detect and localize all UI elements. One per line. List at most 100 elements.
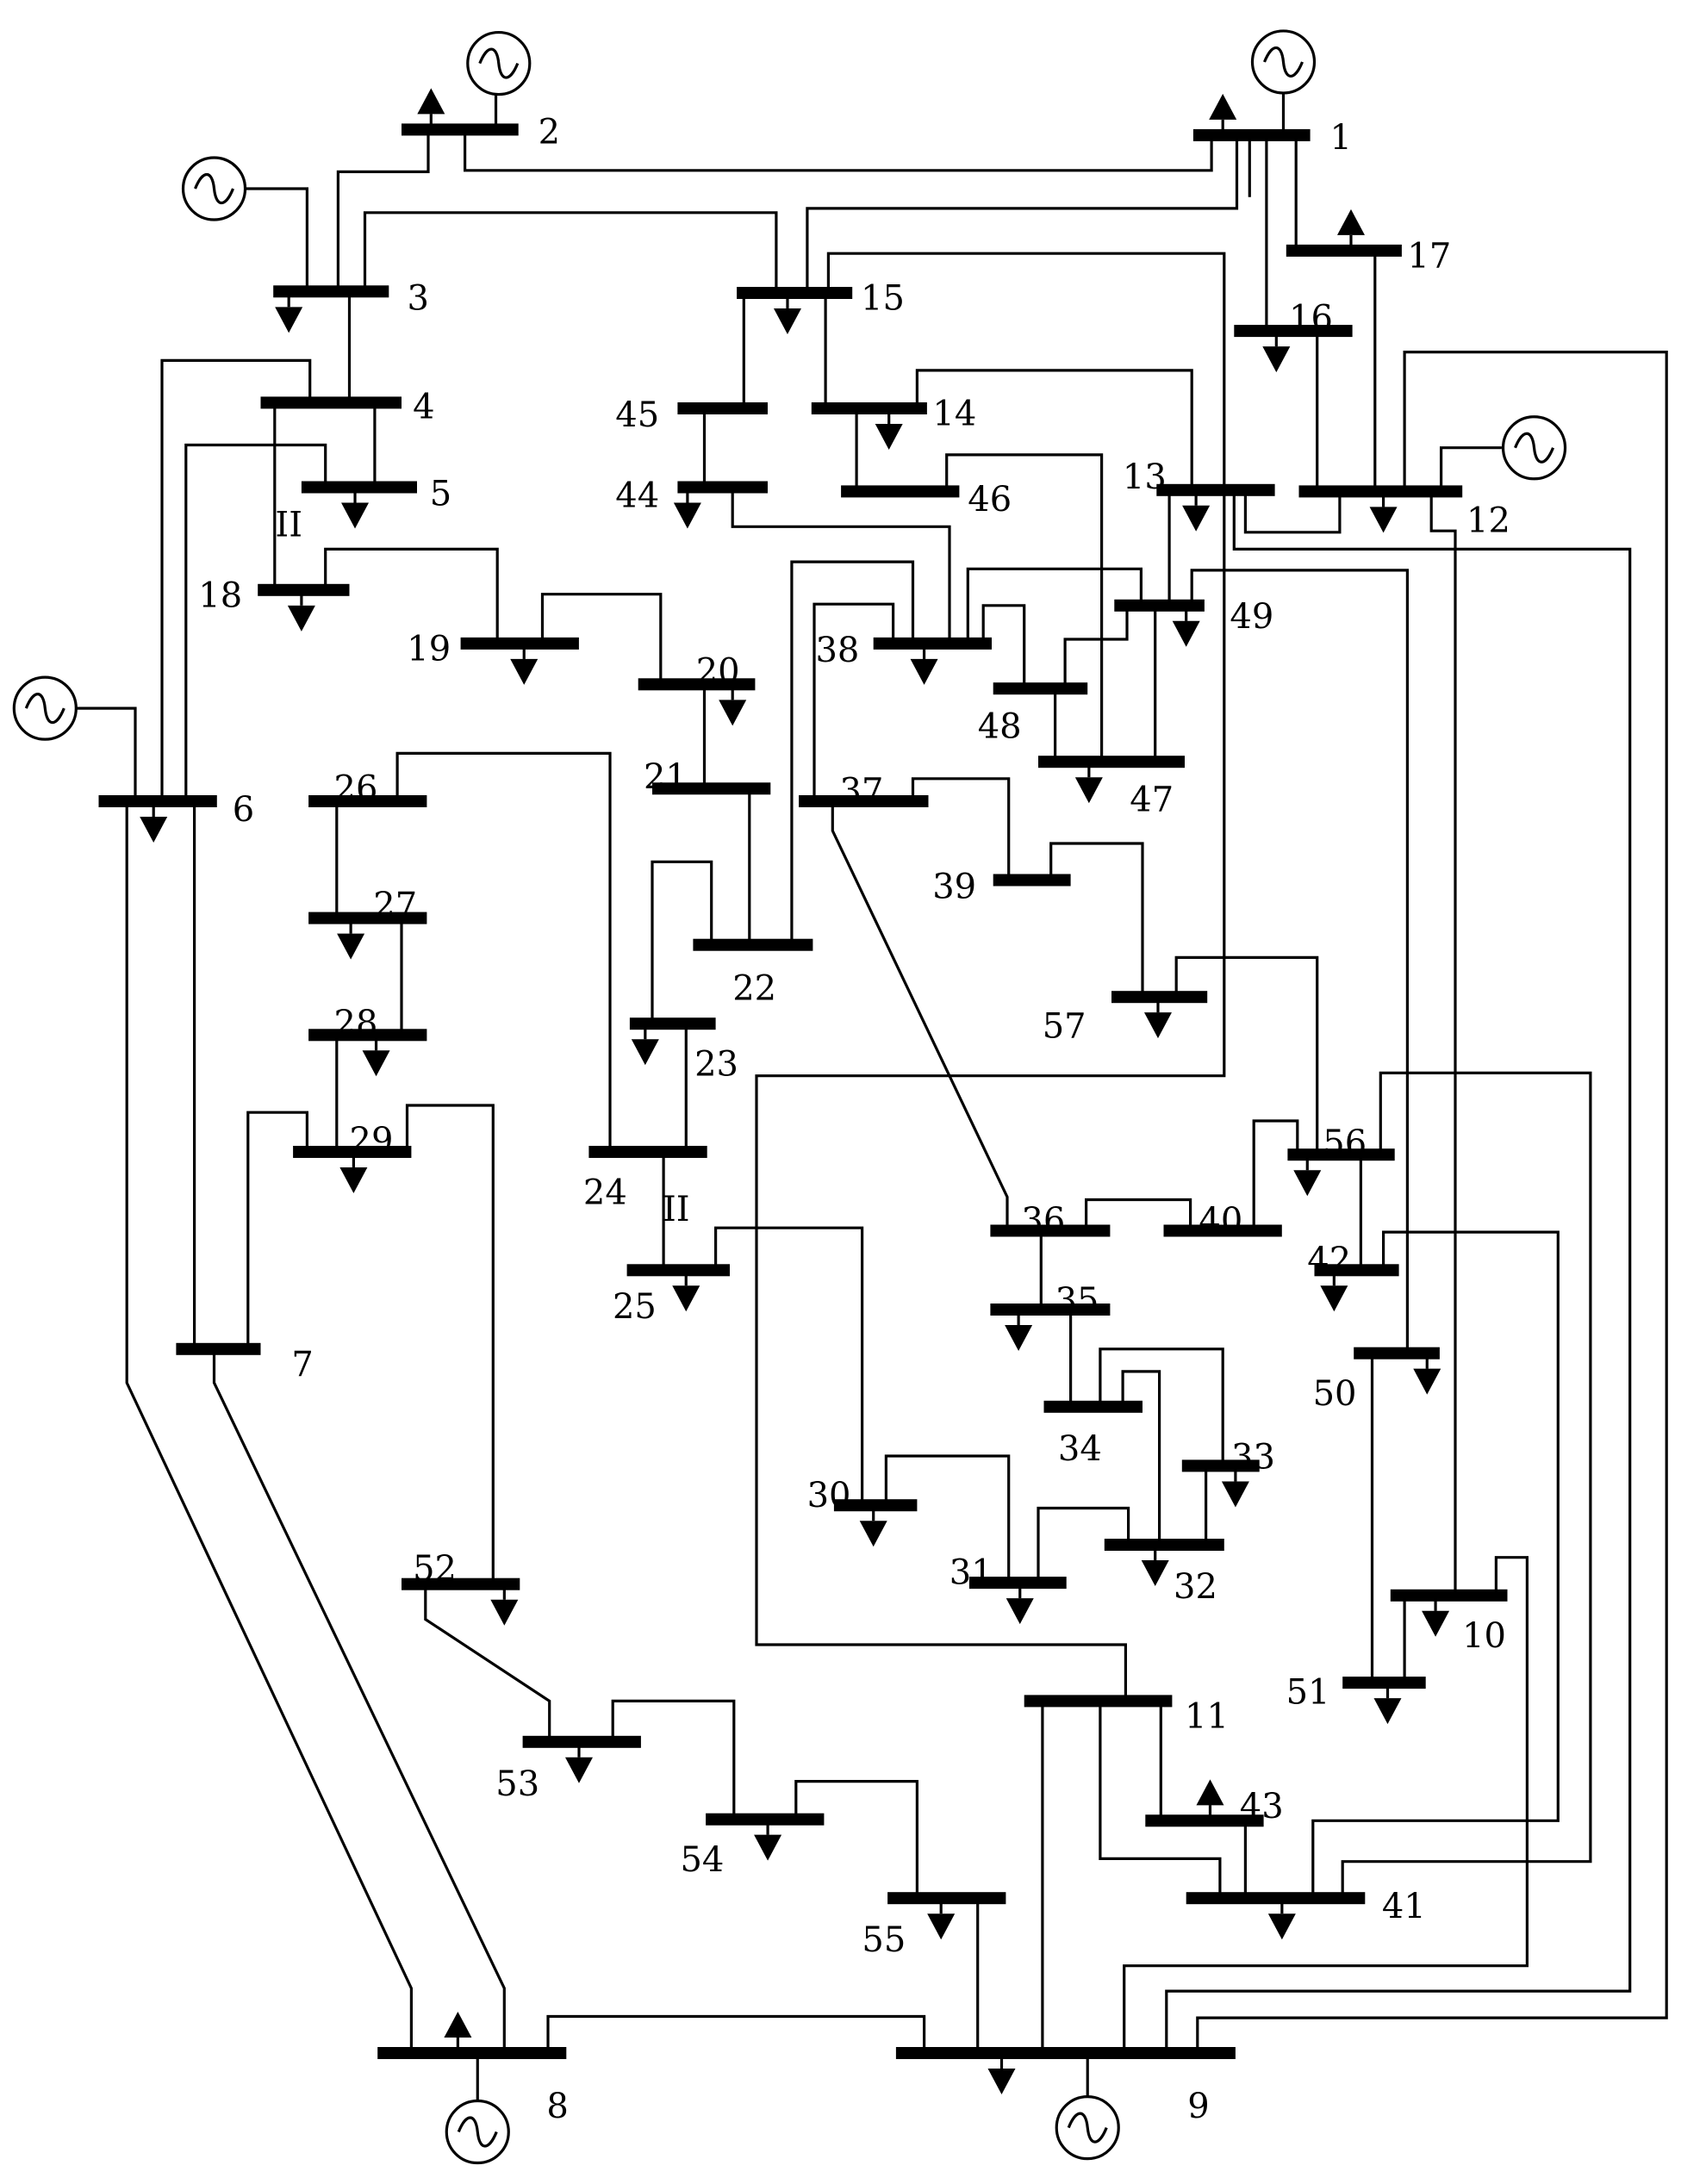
bus-label-34: 34 bbox=[1058, 1429, 1102, 1469]
bus-label-20: 20 bbox=[696, 652, 740, 692]
bus-bar-33 bbox=[1181, 1459, 1260, 1472]
load-arrow-icon bbox=[1320, 1270, 1348, 1312]
load-arrow-icon bbox=[1267, 1898, 1296, 1940]
bus-label-53: 53 bbox=[495, 1764, 539, 1804]
load-arrow-icon bbox=[927, 1898, 956, 1940]
transformer-mark: II bbox=[663, 1190, 690, 1229]
bus-bar-36 bbox=[990, 1224, 1111, 1237]
bus-label-52: 52 bbox=[413, 1549, 457, 1589]
bus-bar-38 bbox=[873, 637, 992, 650]
bus-bar-29 bbox=[293, 1146, 412, 1158]
bus-bar-54 bbox=[706, 1813, 825, 1826]
injection-arrow-icon bbox=[1196, 1779, 1224, 1821]
bus-label-55: 55 bbox=[862, 1920, 906, 1960]
bus-label-48: 48 bbox=[978, 706, 1022, 746]
bus-bar-44 bbox=[677, 481, 768, 494]
bus-label-7: 7 bbox=[291, 1345, 313, 1384]
bus-label-54: 54 bbox=[680, 1840, 724, 1880]
bus-bar-16 bbox=[1234, 325, 1353, 338]
bus-bar-37 bbox=[799, 795, 929, 807]
generator-icon bbox=[445, 2052, 510, 2165]
load-arrow-icon bbox=[1143, 997, 1172, 1039]
bus-label-36: 36 bbox=[1021, 1201, 1065, 1241]
bus-bar-17 bbox=[1286, 244, 1402, 257]
load-arrow-icon bbox=[754, 1819, 782, 1861]
load-arrow-icon bbox=[337, 918, 365, 960]
bus-label-26: 26 bbox=[334, 768, 378, 808]
bus-label-28: 28 bbox=[334, 1004, 378, 1043]
load-arrow-icon bbox=[140, 800, 168, 843]
line-segment bbox=[1252, 1119, 1299, 1231]
bus-label-17: 17 bbox=[1407, 237, 1451, 277]
load-arrow-icon bbox=[987, 2052, 1016, 2094]
load-arrow-icon bbox=[1422, 1595, 1450, 1637]
load-arrow-icon bbox=[1141, 1544, 1169, 1586]
load-arrow-icon bbox=[1172, 605, 1200, 647]
bus-label-19: 19 bbox=[407, 630, 451, 669]
bus-bar-11 bbox=[1024, 1695, 1173, 1708]
bus-label-13: 13 bbox=[1123, 457, 1167, 497]
line-segment bbox=[806, 134, 1239, 293]
bus-label-41: 41 bbox=[1382, 1887, 1426, 1926]
bus-label-44: 44 bbox=[615, 476, 659, 515]
bus-bar-24 bbox=[588, 1146, 707, 1158]
bus-label-25: 25 bbox=[613, 1287, 657, 1327]
line-segment bbox=[1243, 489, 1342, 534]
load-arrow-icon bbox=[1413, 1353, 1441, 1395]
line-segment bbox=[911, 777, 1011, 880]
bus-bar-42 bbox=[1314, 1264, 1399, 1277]
bus-label-43: 43 bbox=[1240, 1787, 1284, 1826]
line-segment bbox=[651, 860, 713, 1024]
line-segment bbox=[405, 1104, 495, 1584]
bus-label-3: 3 bbox=[408, 279, 429, 319]
bus-label-56: 56 bbox=[1323, 1123, 1367, 1163]
line-segment bbox=[424, 1584, 551, 1742]
bus-label-32: 32 bbox=[1174, 1567, 1217, 1607]
bus-bar-45 bbox=[677, 402, 768, 414]
transformer-mark: II bbox=[275, 506, 302, 545]
bus-bar-19 bbox=[460, 637, 579, 650]
line-segment bbox=[1196, 351, 1668, 2053]
load-arrow-icon bbox=[287, 589, 315, 632]
line-segment bbox=[540, 593, 663, 685]
bus-bar-3 bbox=[273, 285, 389, 298]
line-segment bbox=[1123, 1556, 1529, 2053]
load-arrow-icon bbox=[339, 1151, 368, 1193]
line-segment bbox=[125, 801, 413, 2053]
bus-label-2: 2 bbox=[539, 113, 560, 152]
bus-bar-18 bbox=[258, 583, 350, 596]
bus-bar-50 bbox=[1354, 1347, 1440, 1360]
line-segment bbox=[246, 1111, 308, 1349]
bus-bar-14 bbox=[811, 402, 927, 414]
bus-bar-47 bbox=[1038, 756, 1185, 768]
line-segment bbox=[1429, 491, 1457, 1596]
bus-label-22: 22 bbox=[732, 968, 776, 1008]
bus-label-5: 5 bbox=[430, 475, 451, 514]
line-segment bbox=[713, 1226, 864, 1506]
bus-bar-30 bbox=[833, 1499, 918, 1512]
bus-label-45: 45 bbox=[615, 395, 659, 435]
bus-bar-57 bbox=[1111, 991, 1208, 1004]
load-arrow-icon bbox=[490, 1584, 519, 1626]
generator-icon bbox=[181, 156, 247, 221]
line-segment bbox=[1049, 842, 1144, 998]
load-arrow-icon bbox=[564, 1741, 593, 1783]
load-arrow-icon bbox=[672, 1270, 700, 1312]
load-arrow-icon bbox=[341, 487, 370, 529]
line-segment bbox=[160, 358, 312, 801]
load-arrow-icon bbox=[859, 1505, 887, 1547]
bus-bar-12 bbox=[1298, 485, 1463, 498]
symbols bbox=[12, 29, 1567, 2165]
bus-bar-48 bbox=[993, 682, 1088, 695]
line-segment bbox=[1121, 1370, 1161, 1545]
line-segment bbox=[1341, 1071, 1592, 1899]
line-segment bbox=[755, 252, 1226, 1702]
line-segment bbox=[1311, 1230, 1560, 1899]
bus-label-40: 40 bbox=[1199, 1201, 1242, 1241]
generator-icon bbox=[466, 30, 532, 130]
line-segment bbox=[245, 187, 308, 292]
load-arrow-icon bbox=[1074, 762, 1103, 804]
bus-bar-2 bbox=[402, 123, 519, 136]
bus-label-33: 33 bbox=[1231, 1438, 1275, 1478]
